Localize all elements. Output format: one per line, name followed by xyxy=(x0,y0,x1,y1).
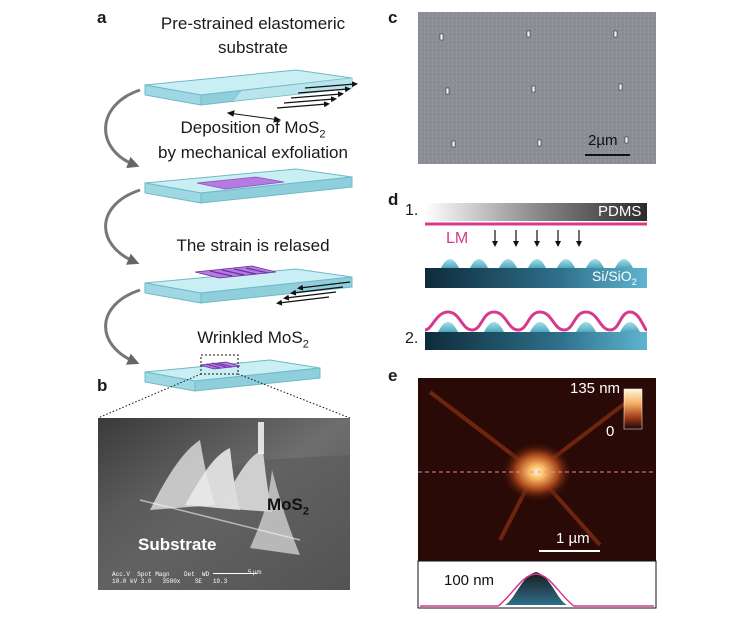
step1-caption-line1: Pre-strained elastomeric xyxy=(160,14,346,33)
sem-scale-label: 5 µm xyxy=(248,570,262,576)
step2-caption-line1: Deposition of MoS2 xyxy=(180,118,326,141)
step3-caption: The strain is relased xyxy=(176,236,330,255)
afm-profile xyxy=(417,560,657,609)
strain-arrows-1 xyxy=(276,81,358,109)
slab-2 xyxy=(144,168,353,204)
step-2-label: 2. xyxy=(405,330,419,347)
colorbar-max-label: 135 nm xyxy=(570,380,621,397)
substrate-top xyxy=(425,268,647,288)
afm-image xyxy=(418,378,656,561)
slab-3 xyxy=(144,265,353,304)
panel-label-d: d xyxy=(388,190,399,209)
strain-length-arrow xyxy=(226,110,282,123)
colorbar-min-label: 0 xyxy=(606,423,615,440)
step-1-label: 1. xyxy=(405,202,419,219)
scale-label-c: 2µm xyxy=(588,132,618,149)
substrate-bottom xyxy=(425,332,647,350)
panel-label-c: c xyxy=(388,8,398,27)
step1-caption-line2: substrate xyxy=(218,38,288,57)
scale-label-e: 1 µm xyxy=(556,530,590,547)
slab-4 xyxy=(144,354,321,392)
pdms-layer xyxy=(425,203,647,221)
step4-caption: Wrinkled MoS2 xyxy=(197,328,309,351)
panel-label-a: a xyxy=(97,8,107,27)
sem-scale-bar xyxy=(213,573,257,574)
sem-pillars-image xyxy=(418,12,656,164)
schematic-d xyxy=(424,203,648,350)
lm-label: LM xyxy=(446,230,469,247)
lm-wrinkled xyxy=(424,310,648,332)
process-arrows xyxy=(104,88,141,365)
mos2-label: MoS2 xyxy=(267,495,310,518)
profile-height-label: 100 nm xyxy=(444,572,495,589)
panel-label-b: b xyxy=(97,376,108,395)
substrate-label-d: Si/SiO2 xyxy=(592,268,637,287)
sem-image xyxy=(98,418,350,590)
mos2-flake-striped xyxy=(194,265,277,279)
zoom-lines xyxy=(97,373,351,419)
step2-caption-line2: by mechanical exfoliation xyxy=(158,143,348,162)
panel-label-e: e xyxy=(388,366,398,385)
colorbar xyxy=(623,388,643,430)
slab-1 xyxy=(144,69,353,106)
mos2-flake-flat xyxy=(196,176,285,190)
pdms-label: PDMS xyxy=(598,203,642,220)
release-arrows xyxy=(276,281,351,306)
substrate-label: Substrate xyxy=(138,535,217,554)
